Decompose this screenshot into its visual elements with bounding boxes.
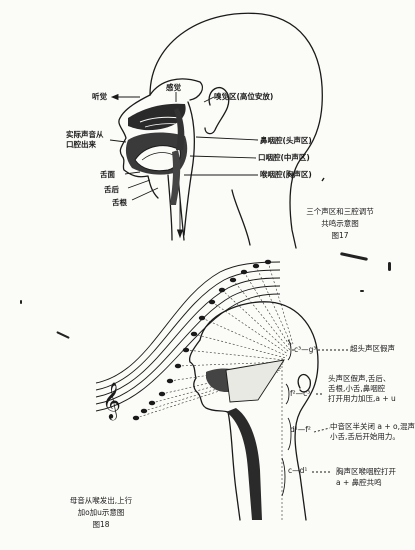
figure-17-caption-line2: 共鸣示意图 bbox=[321, 219, 359, 228]
label-olfactory-zone: 嗅觉区(高位安放) bbox=[214, 92, 274, 101]
range-middle: d¹—f² bbox=[290, 425, 311, 434]
scan-speck bbox=[20, 300, 22, 304]
note-middle-2: 小舌,舌后开始用力。 bbox=[330, 432, 400, 441]
label-sound-exit-1: 实际声音从 bbox=[66, 130, 104, 139]
pharynx-fill bbox=[170, 108, 185, 205]
label-tongue-back: 舌后 bbox=[104, 185, 119, 194]
pharynx-wall bbox=[183, 101, 195, 236]
label-hearing: 听觉 bbox=[92, 92, 107, 101]
range-top: c³—g³ bbox=[294, 345, 317, 354]
note-head-voice-2: 舌根,小舌,鼻咽腔 bbox=[328, 384, 386, 393]
head-outline bbox=[149, 12, 323, 249]
note-head-voice-3: 打开用力加压,a + u bbox=[328, 394, 396, 403]
figure-18-number: 图18 bbox=[92, 520, 110, 529]
figure-18-caption-line2: 加o加u示意图 bbox=[77, 508, 125, 517]
ear bbox=[204, 86, 230, 135]
figure-17-number: 图17 bbox=[331, 231, 349, 240]
label-laryngopharynx: 喉咽腔(胸声区) bbox=[260, 170, 312, 179]
figure-18-caption-line1: 母音从喉发出,上行 bbox=[69, 496, 133, 505]
sinus-upper bbox=[149, 78, 204, 101]
range-upper: f²—c³ bbox=[290, 389, 311, 398]
scan-speck bbox=[360, 290, 364, 292]
curved-staff bbox=[95, 261, 281, 412]
tongue-root-leader bbox=[131, 187, 159, 201]
label-tongue-root: 舌根 bbox=[112, 198, 127, 207]
note-super-head: 超头声区假声 bbox=[350, 344, 395, 353]
tongue-back-leader bbox=[127, 179, 151, 189]
label-nasopharynx: 鼻咽腔(头声区) bbox=[260, 136, 312, 145]
note-chest-2: a + 鼻腔共鸣 bbox=[336, 478, 382, 487]
neck-back bbox=[231, 189, 251, 246]
note-heads bbox=[132, 259, 272, 421]
label-oropharynx: 口咽腔(中声区) bbox=[258, 153, 310, 162]
treble-clef: 𝄞 bbox=[102, 381, 121, 420]
nasopharynx-leader bbox=[195, 136, 259, 141]
hearing-arrowhead bbox=[110, 93, 119, 101]
oral-cavity-fill bbox=[125, 132, 188, 175]
note-middle-1: 中音区半关闭 a + o,混声, bbox=[330, 422, 415, 431]
scan-speck bbox=[388, 262, 391, 271]
figure-17-caption-line1: 三个声区和三腔调节 bbox=[306, 207, 374, 216]
head-profile-18 bbox=[188, 301, 319, 521]
sound-exit-leader bbox=[109, 139, 127, 143]
label-sound-exit-2: 口腔出来 bbox=[66, 140, 96, 149]
note-chest-1: 胸声区喉咽腔打开 bbox=[336, 467, 396, 476]
range-lower: c—d¹ bbox=[288, 466, 308, 475]
label-tongue-front: 舌面 bbox=[100, 170, 115, 179]
tongue-front-leader bbox=[124, 171, 141, 175]
note-head-voice-1: 头声区假声,舌后、 bbox=[328, 374, 391, 383]
label-sensation: 感觉 bbox=[166, 83, 181, 92]
face-profile bbox=[118, 94, 159, 199]
oropharynx-leader bbox=[189, 155, 257, 159]
vowel-funnel bbox=[225, 359, 285, 403]
range-brackets bbox=[281, 339, 350, 497]
nasal-cavity-fill bbox=[128, 103, 186, 131]
